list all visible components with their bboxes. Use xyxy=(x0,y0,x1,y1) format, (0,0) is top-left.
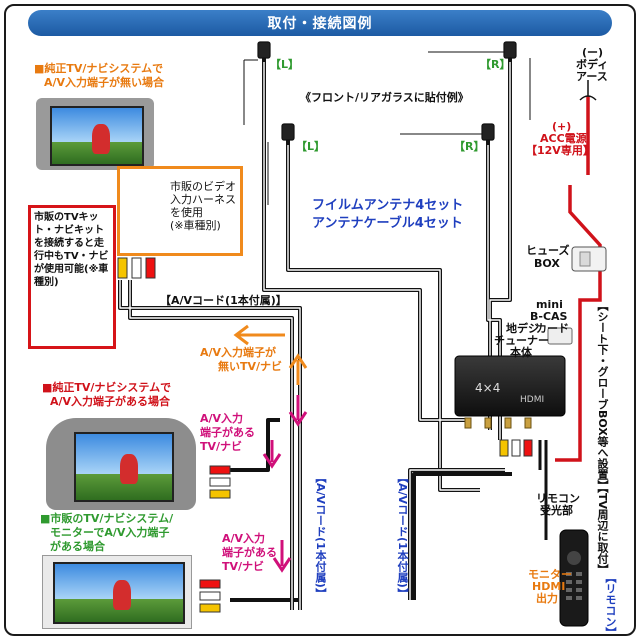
acc-line-1: (+) xyxy=(552,120,572,133)
tuner-device: 4×4 HDMI xyxy=(454,355,566,429)
av-cord-top-label: 【A/Vコード(1本付属)】 xyxy=(160,294,287,307)
av-none-line-1: A/V入力端子が xyxy=(200,346,277,359)
hdmi-line-3: 出力 xyxy=(536,592,558,605)
ground-line-1: (ー) xyxy=(582,46,604,59)
hdmi-cable xyxy=(538,440,548,540)
rca-plugs-genuine-tv xyxy=(209,465,231,499)
seat-note-label: 【シート下・グローブBOX等へ設置】 xyxy=(596,300,609,491)
fuse-line-2: BOX xyxy=(534,257,560,270)
ground-line-3: アース xyxy=(576,70,608,83)
av-none-line-2: 無いTV/ナビ xyxy=(218,360,283,373)
magenta-down-arrow-2 xyxy=(262,440,282,469)
hdmi-line-2: HDMI xyxy=(532,580,566,593)
genuine-av-line-1: ■純正TV/ナビシステムで xyxy=(42,381,172,394)
tuner-line-3: 本体 xyxy=(510,346,532,359)
page-title: 取付・接続図例 xyxy=(28,10,612,36)
harness-line-4: (※車種別) xyxy=(170,219,221,232)
rca-plugs-tuner xyxy=(499,439,533,457)
harness-line-2: 入力ハーネス xyxy=(170,193,236,206)
antenna-L1 xyxy=(243,41,271,125)
magenta-down-arrow-3 xyxy=(272,540,292,573)
antenna-R1-label: 【R】 xyxy=(480,58,511,71)
remote-label: 【リモコン】 xyxy=(604,572,617,638)
av-has-2-line-1: A/V入力 xyxy=(222,532,266,545)
fuse-line-1: ヒューズ xyxy=(526,244,570,257)
ground-terminal-icon xyxy=(579,80,597,101)
harness-line-1: 市販のビデオ xyxy=(170,180,236,193)
market-tv-line-2: モニターでA/V入力端子 xyxy=(50,526,170,539)
hdmi-line-1: モニター xyxy=(528,568,572,581)
av-cables xyxy=(118,280,512,610)
tuner-line-2: チューナー xyxy=(494,334,549,347)
av-has-1-line-1: A/V入力 xyxy=(200,412,244,425)
antenna-R1 xyxy=(428,41,531,120)
bcas-line-3: カード xyxy=(536,322,569,335)
glass-label: 《フロント/リアガラスに貼付例》 xyxy=(300,91,469,104)
remote-rx-line-1: リモコン xyxy=(536,492,580,505)
device-model-text: HDMI xyxy=(520,395,544,405)
genuine-tv-av-image xyxy=(46,418,196,510)
genuine-no-av-line-2: A/V入力端子が無い場合 xyxy=(44,76,165,89)
acc-line-2: ACC電源 xyxy=(540,132,587,145)
ground-line-2: ボディ xyxy=(576,58,609,71)
device-brand-text: 4×4 xyxy=(475,381,500,395)
market-tv-line-1: ■市販のTV/ナビシステム/ xyxy=(40,512,174,525)
tv-kit-note-text: 市販のTVキット・ナビキットを接続すると走行中もTV・ナビが使用可能(※車種別) xyxy=(34,212,109,288)
bcas-line-1: mini xyxy=(536,298,563,311)
av-has-2-line-2: 端子がある xyxy=(222,546,277,559)
antenna-L2 xyxy=(267,123,295,205)
genuine-no-av-line-1: ■純正TV/ナビシステムで xyxy=(34,62,164,75)
orange-left-arrow xyxy=(233,324,285,346)
tuner-line-1: 地デジ xyxy=(506,322,539,335)
genuine-av-line-2: A/V入力端子がある場合 xyxy=(50,395,171,408)
diagram-frame xyxy=(4,4,636,636)
harness-line-3: を使用 xyxy=(170,206,203,219)
rca-plugs-market-tv xyxy=(199,579,221,613)
antenna-L1-label: 【L】 xyxy=(270,58,300,71)
bcas-card-icon xyxy=(547,327,573,345)
antenna-R2-label: 【R】 xyxy=(454,140,485,153)
antenna-R2 xyxy=(400,123,495,141)
power-wire xyxy=(555,96,602,462)
bcas-line-2: B-CAS xyxy=(530,310,568,323)
av-has-2-line-3: TV/ナビ xyxy=(222,560,265,573)
av-has-1-line-2: 端子がある xyxy=(200,426,255,439)
av-cord-vertical-1: 【A/Vコード(1本付属)】 xyxy=(314,472,327,599)
orange-up-arrow xyxy=(288,353,308,385)
tv-near-label: 【TV周辺に取付】 xyxy=(596,482,609,576)
film-antenna-line-2: アンテナケーブル4セット xyxy=(312,216,463,231)
film-antenna-line-1: フイルムアンテナ4セット xyxy=(312,198,464,213)
acc-line-3: 【12V専用】 xyxy=(526,144,594,157)
market-tv-image xyxy=(42,555,192,629)
antenna-L2-label: 【L】 xyxy=(296,140,326,153)
video-harness-box xyxy=(117,166,243,256)
tv-kit-note-box: 市販のTVキット・ナビキットを接続すると走行中もTV・ナビが使用可能(※車種別) xyxy=(28,205,116,349)
fuse-box-icon xyxy=(571,246,607,272)
remote-rx-line-2: 受光部 xyxy=(540,504,573,517)
genuine-tv-no-av-image xyxy=(36,98,154,170)
av-has-1-line-3: TV/ナビ xyxy=(200,440,243,453)
av-cord-vertical-2: 【A/Vコード(1本付属)】 xyxy=(396,472,409,599)
market-tv-line-3: がある場合 xyxy=(50,540,105,553)
magenta-down-arrow xyxy=(288,395,308,427)
remote-icon xyxy=(559,529,589,627)
